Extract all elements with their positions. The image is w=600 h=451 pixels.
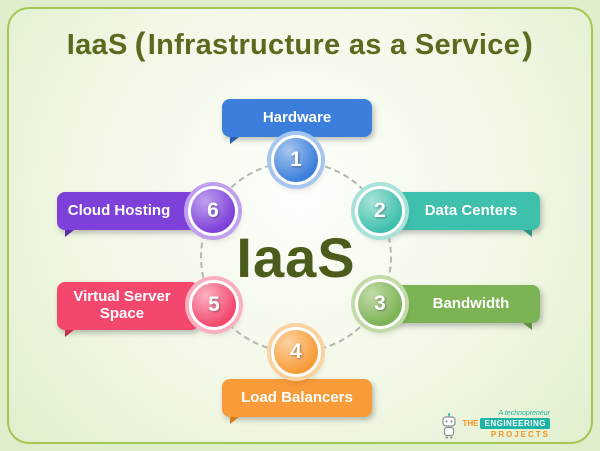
- bandwidth-label: Bandwidth: [432, 294, 510, 312]
- load-balancers-number-badge: 4: [274, 330, 318, 374]
- logo-name-row: THE ENGINEERING: [462, 418, 550, 429]
- brand-logo: A technopreneur THE ENGINEERING PROJECTS: [440, 410, 550, 439]
- title-paren-close: ): [522, 26, 534, 62]
- bandwidth-banner: Bandwidth: [376, 285, 540, 330]
- logo-tagline: A technopreneur: [498, 410, 551, 417]
- hardware-banner: Hardware: [222, 99, 372, 144]
- hardware-number: 1: [290, 148, 302, 171]
- center-label: IaaS: [236, 225, 356, 289]
- title-subtitle: Infrastructure as a Service: [147, 29, 521, 61]
- data-centers-number: 2: [374, 199, 386, 222]
- virtual-server-space-banner: Virtual Server Space: [57, 282, 199, 337]
- data-centers-number-badge: 2: [358, 189, 402, 233]
- bandwidth-number-badge: 3: [358, 282, 402, 326]
- bandwidth-number: 3: [374, 292, 386, 315]
- cloud-hosting-number-badge: 6: [191, 189, 235, 233]
- load-balancers-number: 4: [290, 340, 302, 363]
- robot-icon: [442, 413, 457, 439]
- logo-the: THE: [462, 419, 479, 428]
- data-centers-banner: Data Centers: [376, 192, 540, 237]
- logo-text: A technopreneur THE ENGINEERING PROJECTS: [462, 410, 550, 439]
- virtual-server-space-number: 5: [208, 293, 220, 316]
- logo-engineering: ENGINEERING: [480, 418, 550, 429]
- cloud-hosting-label: Cloud Hosting: [67, 201, 171, 219]
- hardware-label: Hardware: [262, 108, 332, 126]
- title-paren-open: (: [134, 26, 146, 62]
- title-brand: IaaS: [66, 29, 128, 61]
- virtual-server-space-label: Virtual Server Space: [73, 288, 171, 322]
- load-balancers-banner: Load Balancers: [222, 379, 372, 424]
- load-balancers-label: Load Balancers: [241, 388, 353, 406]
- virtual-server-space-number-badge: 5: [192, 283, 236, 327]
- page-title: IaaS(Infrastructure as a Service): [0, 26, 600, 63]
- hardware-number-badge: 1: [274, 138, 318, 182]
- data-centers-label: Data Centers: [424, 201, 518, 219]
- logo-projects: PROJECTS: [490, 430, 550, 439]
- cloud-hosting-number: 6: [207, 199, 219, 222]
- cloud-hosting-banner: Cloud Hosting: [57, 192, 199, 237]
